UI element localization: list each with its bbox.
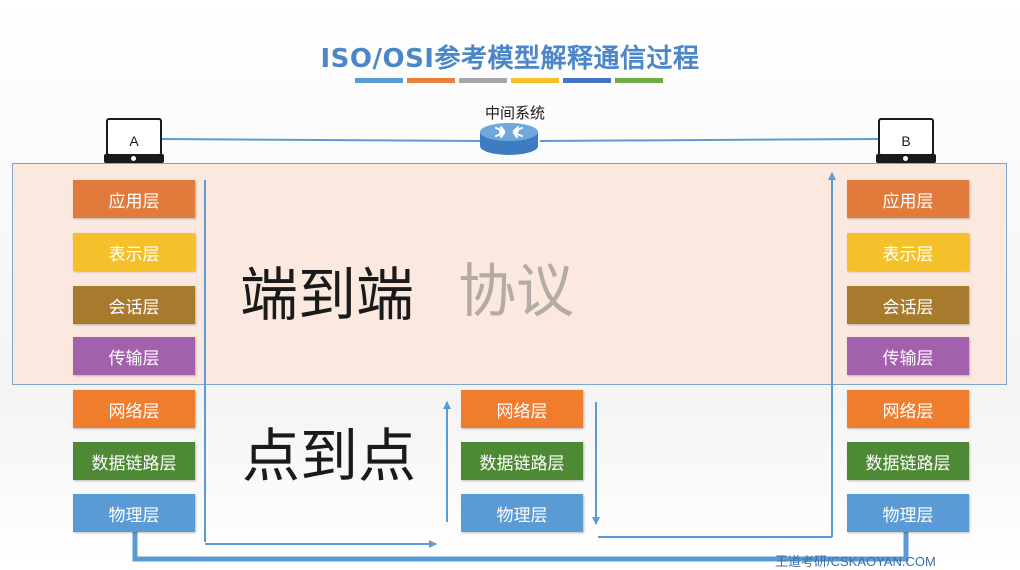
underline-segment xyxy=(355,78,403,83)
host-a-computer-icon: A xyxy=(104,118,164,164)
right-transport-layer: 传输层 xyxy=(847,337,969,375)
underline-segment xyxy=(459,78,507,83)
right-session-layer: 会话层 xyxy=(847,286,969,324)
left-session-layer: 会话层 xyxy=(73,286,195,324)
physical-medium xyxy=(132,532,909,562)
left-network-layer: 网络层 xyxy=(73,390,195,428)
point-to-point-label: 点到点 xyxy=(242,422,417,490)
middle-network-layer: 网络层 xyxy=(461,390,583,428)
host-a-label: A xyxy=(106,118,162,156)
right-physical-layer: 物理层 xyxy=(847,494,969,532)
left-physical-layer: 物理层 xyxy=(73,494,195,532)
right-network-layer: 网络层 xyxy=(847,390,969,428)
left-application-layer: 应用层 xyxy=(73,180,195,218)
page-title: ISO/OSI参考模型解释通信过程 xyxy=(320,44,700,74)
right-data-link-layer: 数据链路层 xyxy=(847,442,969,480)
title-underline xyxy=(355,78,663,83)
left-data-link-layer: 数据链路层 xyxy=(73,442,195,480)
computer-base xyxy=(104,154,164,163)
underline-segment xyxy=(407,78,455,83)
right-presentation-layer: 表示层 xyxy=(847,233,969,271)
right-application-layer: 应用层 xyxy=(847,180,969,218)
underline-segment xyxy=(615,78,663,83)
intermediate-system-label: 中间系统 xyxy=(484,104,545,122)
host-b-label: B xyxy=(878,118,934,156)
computer-base xyxy=(876,154,936,163)
protocol-label: 协议 xyxy=(458,257,575,325)
watermark: 王道考研/CSKAOYAN.COM xyxy=(775,554,936,569)
left-presentation-layer: 表示层 xyxy=(73,233,195,271)
end-to-end-label: 端到端 xyxy=(240,261,415,329)
underline-segment xyxy=(511,78,559,83)
left-transport-layer: 传输层 xyxy=(73,337,195,375)
host-b-computer-icon: B xyxy=(876,118,936,164)
underline-segment xyxy=(563,78,611,83)
middle-physical-layer: 物理层 xyxy=(461,494,583,532)
link-router-b xyxy=(539,138,879,142)
router-icon xyxy=(480,123,538,155)
link-a-router xyxy=(161,138,481,142)
middle-data-link-layer: 数据链路层 xyxy=(461,442,583,480)
